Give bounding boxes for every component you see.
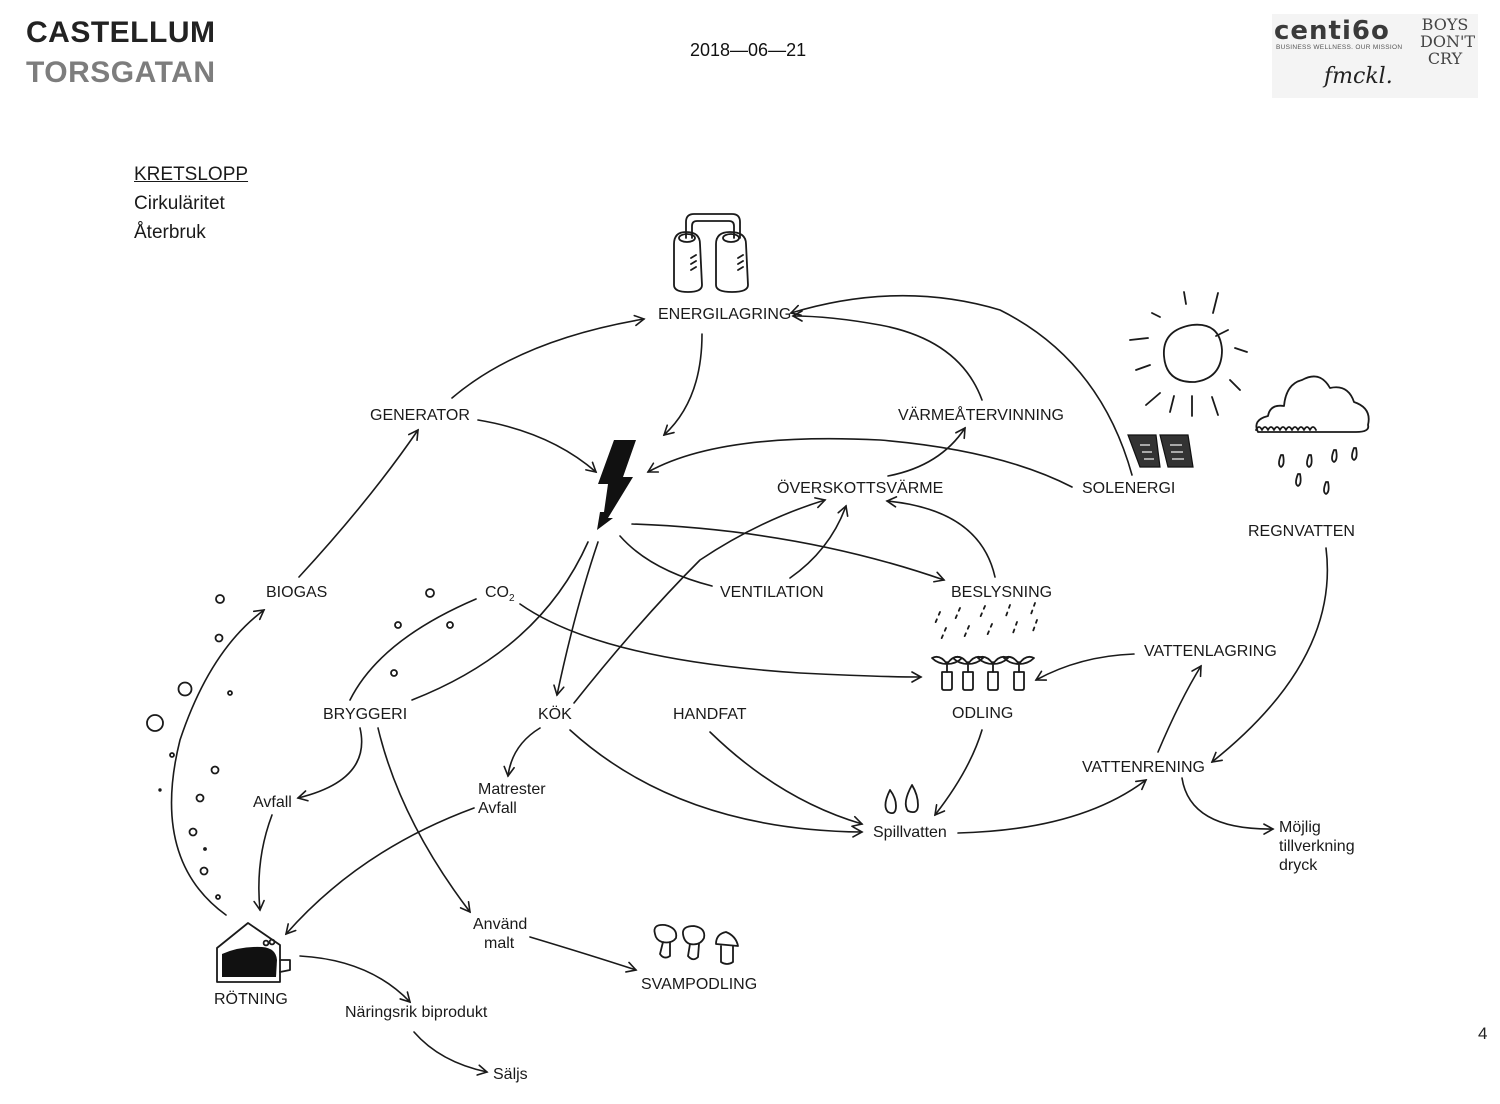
node-mojlig: tillverkning xyxy=(1279,838,1355,855)
node-energilagring: ENERGILAGRING xyxy=(658,306,791,323)
arrow-handfat-to-spillvatten xyxy=(709,731,864,828)
document-date: 2018—06—21 xyxy=(690,40,807,60)
plants-icon xyxy=(931,602,1038,691)
node-ventilation: VENTILATION xyxy=(720,584,824,601)
arrow-avfall-to-rotning xyxy=(253,814,273,912)
centigo-logo: centi6o xyxy=(1274,16,1390,46)
node-co2: CO2 xyxy=(485,584,515,604)
arrow-solenergi-to-el xyxy=(646,437,1073,488)
bubbles-icon xyxy=(146,588,454,900)
arrow-generator-to-el xyxy=(477,419,598,474)
bdc-line: DON'T xyxy=(1420,32,1476,51)
node-matrester: Matrester xyxy=(478,781,546,798)
node-bryggeri: BRYGGERI xyxy=(323,706,407,723)
sidebar-item: Återbruk xyxy=(134,222,206,243)
line-bryggeri-to-el xyxy=(411,541,589,701)
node-varmeatervinning: VÄRMEÅTERVINNING xyxy=(898,405,1064,424)
line-el-to-ventilation xyxy=(619,535,713,587)
arrow-odling-to-spillvatten xyxy=(933,729,983,817)
arrow-vattenlagring-to-odling xyxy=(1034,653,1135,681)
arrow-kok-to-spillvatten xyxy=(569,729,864,838)
digester-icon xyxy=(216,922,291,983)
line-co2-to-bryggeri xyxy=(349,598,477,701)
co2-subscript: 2 xyxy=(509,593,515,604)
node-mojlig: Möjlig xyxy=(1279,819,1321,836)
boys-dont-cry-logo: BOYS DON'T CRY xyxy=(1420,15,1476,68)
arrow-beslysning-to-overskott xyxy=(885,496,996,578)
mushrooms-icon xyxy=(653,924,739,965)
co2-label: CO xyxy=(485,584,509,601)
node-mojlig: dryck xyxy=(1279,857,1318,874)
bdc-line: BOYS xyxy=(1421,15,1469,34)
node-beslysning: BESLYSNING xyxy=(951,584,1052,601)
sidebar: KRETSLOPP Cirkuläritet Återbruk xyxy=(134,160,248,247)
arrow-biogas-to-generator xyxy=(298,428,419,578)
arrow-el-to-kok xyxy=(553,541,599,697)
brand-torsgatan: TORSGATAN xyxy=(26,56,216,89)
node-naringsrik: Näringsrik biprodukt xyxy=(345,1004,488,1021)
node-anvand: Använd xyxy=(473,916,527,933)
arrow-el-to-beslysning xyxy=(631,523,946,583)
arrow-spillvatten-to-vattenrening xyxy=(957,779,1148,834)
node-biogas: BIOGAS xyxy=(266,584,327,601)
lightning-icon xyxy=(597,440,636,530)
node-rotning: RÖTNING xyxy=(214,990,288,1008)
arrow-co2-to-odling xyxy=(519,603,923,683)
arrow-regnvatten-to-vattenrening xyxy=(1210,547,1329,764)
arrow-vattenrening-to-mojlig xyxy=(1181,777,1275,835)
node-saljs: Säljs xyxy=(493,1066,528,1083)
arrow-solenergi-to-energilagring xyxy=(789,294,1133,476)
node-solenergi: SOLENERGI xyxy=(1082,480,1175,497)
arrow-kok-to-matrester xyxy=(503,727,541,778)
brand-castellum: CASTELLUM xyxy=(26,16,216,49)
arrow-rotning-to-biogas xyxy=(170,609,266,916)
solar-panel-icon xyxy=(1127,434,1194,468)
sidebar-heading: KRETSLOPP xyxy=(134,164,249,185)
arrow-energilagring-to-el xyxy=(662,333,703,437)
bdc-line: CRY xyxy=(1427,49,1463,68)
partner-logos: centi6o BUSINESS WELLNESS. OUR MISSION B… xyxy=(1272,14,1478,98)
arrow-matrester-to-rotning xyxy=(284,807,475,936)
arrow-generator-to-energilagring xyxy=(451,314,646,399)
arrow-overskott-to-varmeatervinning xyxy=(887,426,966,477)
fmckl-logo: fmckl. xyxy=(1324,64,1393,89)
node-malt: malt xyxy=(484,935,515,952)
node-vattenlagring: VATTENLAGRING xyxy=(1144,643,1277,660)
arrow-bryggeri-to-anvand-malt xyxy=(377,727,471,914)
sun-icon xyxy=(1129,291,1248,417)
node-avfall: Avfall xyxy=(253,794,292,811)
node-overskottsvarme: ÖVERSKOTTSVÄRME xyxy=(777,479,943,497)
arrow-kok-to-overskott xyxy=(573,497,827,704)
centigo-tagline: BUSINESS WELLNESS. OUR MISSION xyxy=(1276,44,1403,51)
page-number: 4 xyxy=(1478,1024,1488,1043)
arrow-rotning-to-naringsrik xyxy=(299,955,412,1004)
node-odling: ODLING xyxy=(952,705,1013,722)
node-svampodling: SVAMPODLING xyxy=(641,976,757,993)
rain-cloud-icon xyxy=(1255,375,1370,495)
arrow-bryggeri-to-avfall xyxy=(296,727,363,802)
node-regnvatten: REGNVATTEN xyxy=(1248,523,1355,540)
node-spillvatten: Spillvatten xyxy=(873,824,947,841)
arrow-varmeatervinning-to-energilagring xyxy=(791,310,983,401)
sidebar-item: Cirkuläritet xyxy=(134,193,225,214)
node-handfat: HANDFAT xyxy=(673,706,747,723)
node-generator: GENERATOR xyxy=(370,407,470,424)
node-matrester-avfall: Avfall xyxy=(478,800,517,817)
arrow-malt-to-svampodling xyxy=(529,936,638,973)
water-drops-icon xyxy=(884,784,919,815)
connectors xyxy=(170,294,1329,1076)
arrow-naringsrik-to-saljs xyxy=(413,1031,489,1076)
arrow-ventilation-to-overskott xyxy=(789,504,849,579)
battery-icon xyxy=(673,213,749,293)
arrow-vattenrening-to-vattenlagring xyxy=(1157,664,1202,753)
node-vattenrening: VATTENRENING xyxy=(1082,759,1205,776)
node-kok: KÖK xyxy=(538,705,572,723)
